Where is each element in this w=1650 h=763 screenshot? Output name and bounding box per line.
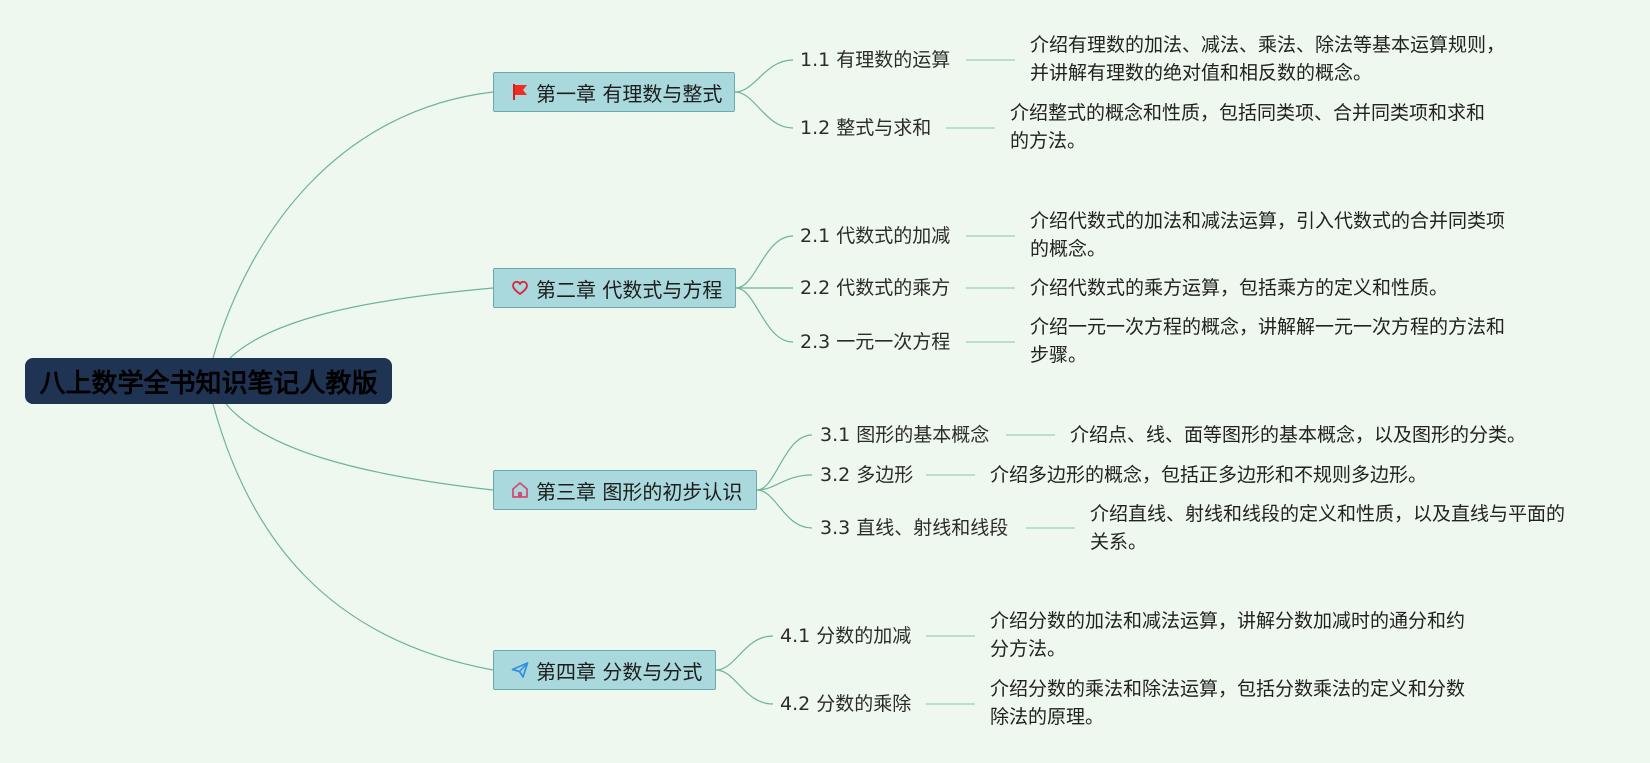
chapter-2-node[interactable]: 第二章 代数式与方程 (493, 268, 736, 308)
section-2-2-title: 2.2 代数式的乘方 (800, 277, 951, 299)
section-4-1[interactable]: 4.1 分数的加减 (780, 622, 911, 650)
section-4-1-title: 4.1 分数的加减 (780, 625, 912, 647)
section-1-1-title: 1.1 有理数的运算 (800, 49, 951, 71)
chapter-3-node[interactable]: 第三章 图形的初步认识 (493, 470, 757, 510)
section-3-1-title: 3.1 图形的基本概念 (820, 424, 990, 446)
connector-root-chapter-2 (229, 287, 494, 359)
section-3-3-title: 3.3 直线、射线和线段 (820, 517, 1009, 539)
flag-icon (510, 82, 530, 102)
section-3-2-description: 介绍多边形的概念，包括正多边形和不规则多边形。 (990, 464, 1428, 486)
connector-root-chapter-1 (212, 91, 494, 359)
chapter-2-title: 第二章 代数式与方程 (536, 277, 723, 302)
connector-chapter-3-section-3 (756, 489, 813, 529)
section-1-2-title: 1.2 整式与求和 (800, 117, 932, 139)
section-4-2[interactable]: 4.2 分数的乘除 (780, 690, 911, 718)
connector-chapter-1-section-1 (734, 59, 794, 93)
section-3-3-description: 介绍直线、射线和线段的定义和性质，以及直线与平面的 关系。 (1090, 503, 1566, 553)
section-1-1[interactable]: 1.1 有理数的运算 (800, 46, 950, 74)
section-1-1-description: 介绍有理数的加法、减法、乘法、除法等基本运算规则， 并讲解有理数的绝对值和相反数… (1030, 34, 1506, 84)
connector-root-chapter-4 (212, 403, 494, 671)
connector-chapter-3-section-1 (756, 434, 813, 491)
chapter-3-title: 第三章 图形的初步认识 (536, 479, 743, 504)
section-1-2[interactable]: 1.2 整式与求和 (800, 114, 931, 142)
house-icon (510, 480, 530, 500)
section-3-2-title: 3.2 多边形 (820, 464, 914, 486)
section-3-2[interactable]: 3.2 多边形 (820, 461, 913, 489)
chapter-4-title: 第四章 分数与分式 (536, 659, 703, 684)
section-3-1-description: 介绍点、线、面等图形的基本概念，以及图形的分类。 (1070, 424, 1527, 446)
section-4-2-description: 介绍分数的乘法和除法运算，包括分数乘法的定义和分数 除法的原理。 (990, 678, 1466, 728)
section-2-1-description: 介绍代数式的加法和减法运算，引入代数式的合并同类项 的概念。 (1030, 210, 1506, 260)
chapter-1-node[interactable]: 第一章 有理数与整式 (493, 72, 735, 112)
connector-chapter-2-section-1 (735, 235, 794, 289)
connector-root-chapter-3 (225, 403, 494, 491)
section-2-2[interactable]: 2.2 代数式的乘方 (800, 274, 950, 302)
connector-chapter-2-section-3 (735, 287, 794, 343)
section-4-1-description: 介绍分数的加法和减法运算，讲解分数加减时的通分和约 分方法。 (990, 610, 1466, 660)
heart-icon (510, 278, 530, 298)
connector-chapter-1-section-2 (734, 91, 794, 129)
section-3-1[interactable]: 3.1 图形的基本概念 (820, 421, 989, 449)
chapter-1-title: 第一章 有理数与整式 (536, 81, 723, 106)
connector-chapter-4-section-2 (715, 669, 774, 705)
connector-chapter-4-section-1 (715, 635, 774, 671)
root-topic[interactable]: 八上数学全书知识笔记人教版 (25, 358, 392, 404)
section-2-2-description: 介绍代数式的乘方运算，包括乘方的定义和性质。 (1030, 277, 1449, 299)
connector-chapter-3-section-2 (756, 474, 813, 491)
section-2-1[interactable]: 2.1 代数式的加减 (800, 222, 950, 250)
section-2-3-title: 2.3 一元一次方程 (800, 331, 951, 353)
section-2-1-title: 2.1 代数式的加减 (800, 225, 951, 247)
section-2-3-description: 介绍一元一次方程的概念，讲解解一元一次方程的方法和 步骤。 (1030, 316, 1506, 366)
section-2-3[interactable]: 2.3 一元一次方程 (800, 328, 950, 356)
chapter-4-node[interactable]: 第四章 分数与分式 (493, 650, 716, 690)
root-title: 八上数学全书知识笔记人教版 (39, 368, 378, 399)
section-3-3[interactable]: 3.3 直线、射线和线段 (820, 514, 1008, 542)
paper-plane-icon (510, 660, 530, 680)
section-4-2-title: 4.2 分数的乘除 (780, 693, 912, 715)
section-1-2-description: 介绍整式的概念和性质，包括同类项、合并同类项和求和 的方法。 (1010, 102, 1486, 152)
